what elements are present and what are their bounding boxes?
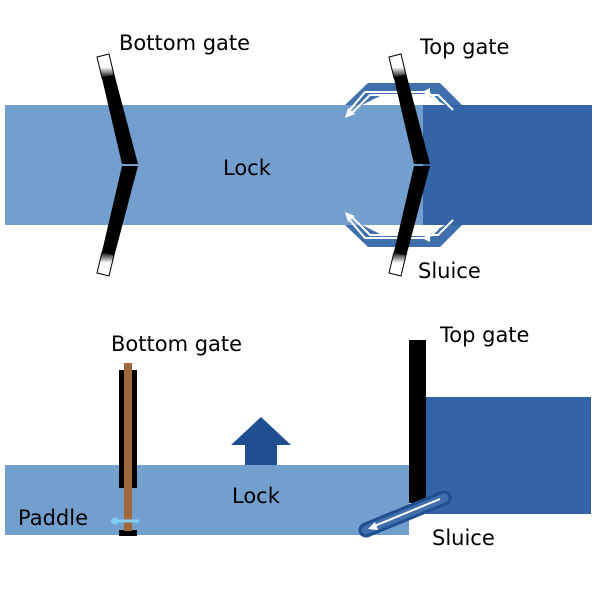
lock-chamber-water <box>5 105 423 225</box>
plan-view: Bottom gate Top gate Lock Sluice <box>5 31 592 283</box>
plan-sluice-label: Sluice <box>418 259 481 283</box>
sluice-flow-line <box>371 498 441 528</box>
upper-flow-arrowhead-2 <box>422 88 430 96</box>
side-paddle-label: Paddle <box>18 506 88 530</box>
plan-lock-label: Lock <box>223 156 272 180</box>
bottom-gate-lower-leaf <box>97 166 138 276</box>
side-sluice-label: Sluice <box>432 526 495 550</box>
water-rising-arrow <box>231 417 291 465</box>
side-lock-water <box>5 465 409 535</box>
upper-water <box>415 105 592 225</box>
sluice-flow-arrowhead <box>368 522 378 530</box>
top-gate-upper-leaf <box>389 54 430 164</box>
top-gate-upper-tip <box>388 53 407 79</box>
side-top-gate <box>409 340 426 503</box>
top-gate-lower-tip <box>388 251 407 277</box>
paddle-flow-dot <box>111 517 119 525</box>
upper-flow-arrowhead <box>345 108 355 118</box>
side-lock-label: Lock <box>232 484 281 508</box>
bottom-gate-upper-leaf <box>97 54 138 164</box>
side-bottom-gate-label: Bottom gate <box>111 332 242 356</box>
bottom-gate-upper-tip <box>96 53 115 79</box>
side-bottom-gate-foot <box>119 530 137 536</box>
side-top-gate-label: Top gate <box>439 323 529 347</box>
side-upper-water <box>426 397 591 514</box>
lower-flow-arrowhead <box>345 212 355 222</box>
plan-top-gate-label: Top gate <box>419 35 509 59</box>
plan-bottom-gate-label: Bottom gate <box>119 31 250 55</box>
bottom-gate-lower-tip <box>96 251 115 277</box>
paddle-rod <box>124 363 132 531</box>
lower-flow-arrowhead-2 <box>422 234 430 242</box>
top-gate-lower-leaf <box>389 166 430 276</box>
side-view: Bottom gate Top gate Lock Paddle Sluice <box>5 323 591 550</box>
